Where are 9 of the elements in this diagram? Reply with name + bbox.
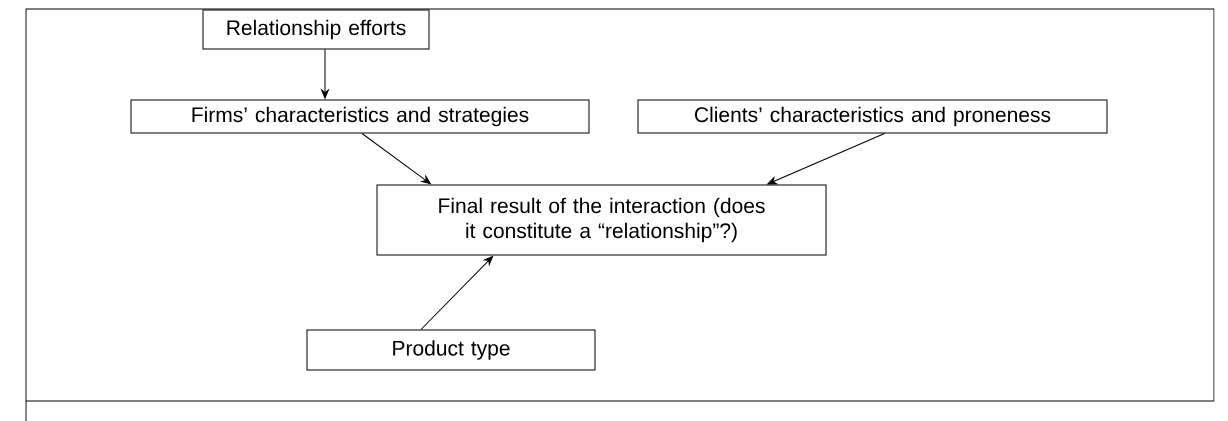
- arrow: [420, 255, 494, 330]
- text-box: Relationship efforts: [202, 9, 430, 50]
- text-box: Firms’ characteristics and strategies: [130, 99, 590, 134]
- arrow: [767, 133, 885, 185]
- text-box: Clients’ characteristics and proneness: [637, 99, 1108, 134]
- arrow: [361, 133, 431, 185]
- text-box: Product type: [306, 329, 596, 371]
- arrow: [321, 49, 329, 99]
- text-box: Final result of the interaction (does it constitute a “relationship”?): [376, 184, 827, 256]
